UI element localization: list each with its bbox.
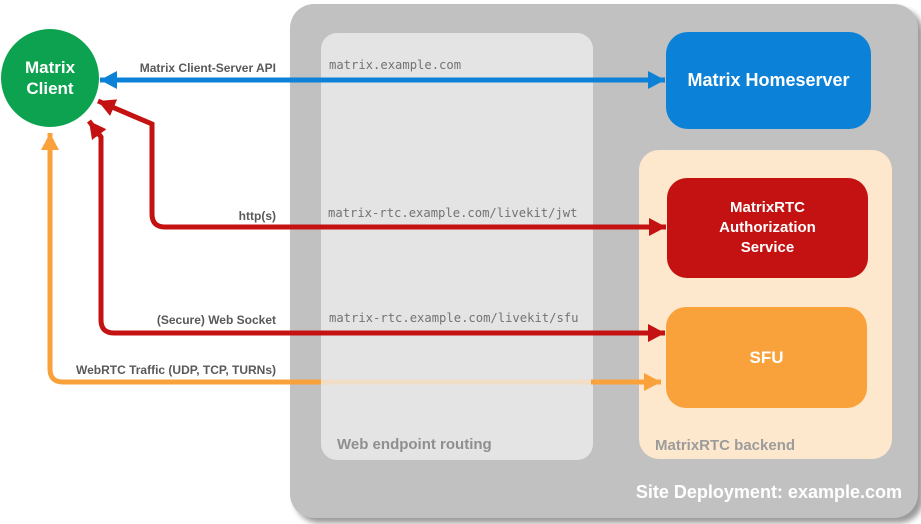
matrixrtc-backend-label: MatrixRTC backend (655, 437, 796, 454)
web-endpoint-routing-label: Web endpoint routing (337, 436, 492, 453)
websocket-label: (Secure) Web Socket (156, 313, 276, 327)
site-deployment-title: Site Deployment: example.com (635, 482, 902, 502)
https-label: http(s) (238, 209, 276, 223)
matrixrtc-authorization-service-node: MatrixRTC Authorization Service (667, 178, 868, 278)
endpoint-matrix-example-com: matrix.example.com (329, 58, 462, 72)
client-server-api-label: Matrix Client-Server API (139, 61, 276, 75)
endpoint-livekit-sfu: matrix-rtc.example.com/livekit/sfu (329, 311, 579, 325)
matrix-homeserver-node: Matrix Homeserver (666, 32, 871, 129)
sfu-node: SFU (666, 307, 867, 408)
web-endpoint-routing-box (321, 33, 593, 460)
webrtc-traffic-label: WebRTC Traffic (UDP, TCP, TURNs) (75, 363, 276, 377)
endpoint-livekit-jwt: matrix-rtc.example.com/livekit/jwt (328, 206, 578, 220)
matrix-client-node: Matrix Client (1, 29, 99, 127)
